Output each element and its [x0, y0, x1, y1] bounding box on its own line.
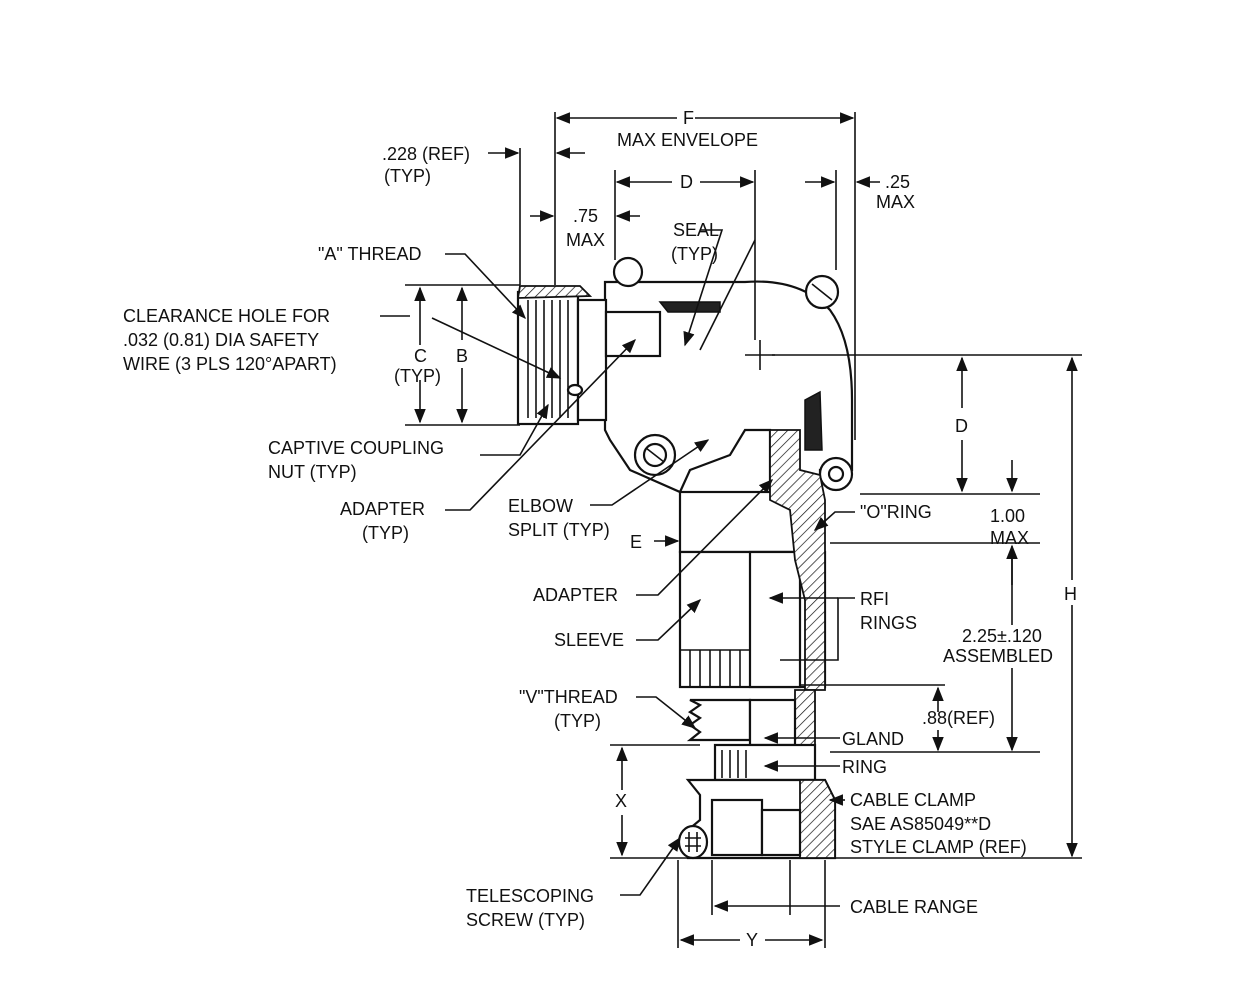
ref228-label: .228 (REF)	[382, 144, 470, 164]
assembled-label-2: ASSEMBLED	[943, 646, 1053, 666]
cable-clamp-label-3: STYLE CLAMP (REF)	[850, 837, 1027, 857]
adapter-label: ADAPTER	[533, 585, 618, 605]
assembled-label-1: 2.25±.120	[962, 626, 1042, 646]
max25-label-b: MAX	[876, 192, 915, 212]
clearance-label-3: WIRE (3 PLS 120°APART)	[123, 354, 337, 374]
seal-strip	[658, 301, 721, 313]
ring-label: RING	[842, 757, 887, 777]
telescoping-screw-head	[677, 824, 709, 860]
dim-c-label: C	[414, 346, 427, 366]
coupling-nut	[516, 290, 580, 426]
sleeve-label: SLEEVE	[554, 630, 624, 650]
dim-h-label: H	[1064, 584, 1077, 604]
max25-label-a: .25	[885, 172, 910, 192]
captive-label-2: NUT (TYP)	[268, 462, 357, 482]
v-thread-label-2: (TYP)	[554, 711, 601, 731]
cable-clamp-label-1: CABLE CLAMP	[850, 790, 976, 810]
dim-f-label: F	[683, 108, 694, 128]
adapter-typ-label-1: ADAPTER	[340, 499, 425, 519]
max100-label-b: MAX	[990, 528, 1029, 548]
mount-ear-top	[612, 256, 644, 288]
labels: F MAX ENVELOPE .228 (REF) (TYP) D .25 MA…	[123, 108, 1077, 950]
dim-b-label: B	[456, 346, 468, 366]
a-thread-label: "A" THREAD	[318, 244, 421, 264]
cable-range-label: CABLE RANGE	[850, 897, 978, 917]
clearance-label-2: .032 (0.81) DIA SAFETY	[123, 330, 319, 350]
ref228-typ-label: (TYP)	[384, 166, 431, 186]
leader-lines	[380, 229, 855, 896]
o-ring-label: "O"RING	[860, 502, 932, 522]
dim-e-label: E	[630, 532, 642, 552]
elbow-label-2: SPLIT (TYP)	[508, 520, 610, 540]
max75-label-b: MAX	[566, 230, 605, 250]
gland-label: GLAND	[842, 729, 904, 749]
v-thread-label-1: "V"THREAD	[519, 687, 618, 707]
dim-y-label: Y	[746, 930, 758, 950]
cable-clamp-label-2: SAE AS85049**D	[850, 814, 991, 834]
seal-label-b: (TYP)	[671, 244, 718, 264]
captive-label-1: CAPTIVE COUPLING	[268, 438, 444, 458]
v-thread	[686, 698, 752, 742]
rfi-label-2: RINGS	[860, 613, 917, 633]
ref88-label: .88(REF)	[922, 708, 995, 728]
dim-d-top-label: D	[680, 172, 693, 192]
elbow-label-1: ELBOW	[508, 496, 573, 516]
clearance-label-1: CLEARANCE HOLE FOR	[123, 306, 330, 326]
max75-label-a: .75	[573, 206, 598, 226]
dim-x-label: X	[615, 791, 627, 811]
telescoping-label-2: SCREW (TYP)	[466, 910, 585, 930]
rfi-label-1: RFI	[860, 589, 889, 609]
connector-body	[516, 256, 854, 860]
dimension-lines	[405, 112, 1082, 948]
adapter-typ-label-2: (TYP)	[362, 523, 409, 543]
max100-label-a: 1.00	[990, 506, 1025, 526]
dim-d-side-label: D	[955, 416, 968, 436]
telescoping-label-1: TELESCOPING	[466, 886, 594, 906]
dim-c-typ-label: (TYP)	[394, 366, 441, 386]
seal-label-a: SEAL	[673, 220, 719, 240]
max-envelope-label: MAX ENVELOPE	[617, 130, 758, 150]
